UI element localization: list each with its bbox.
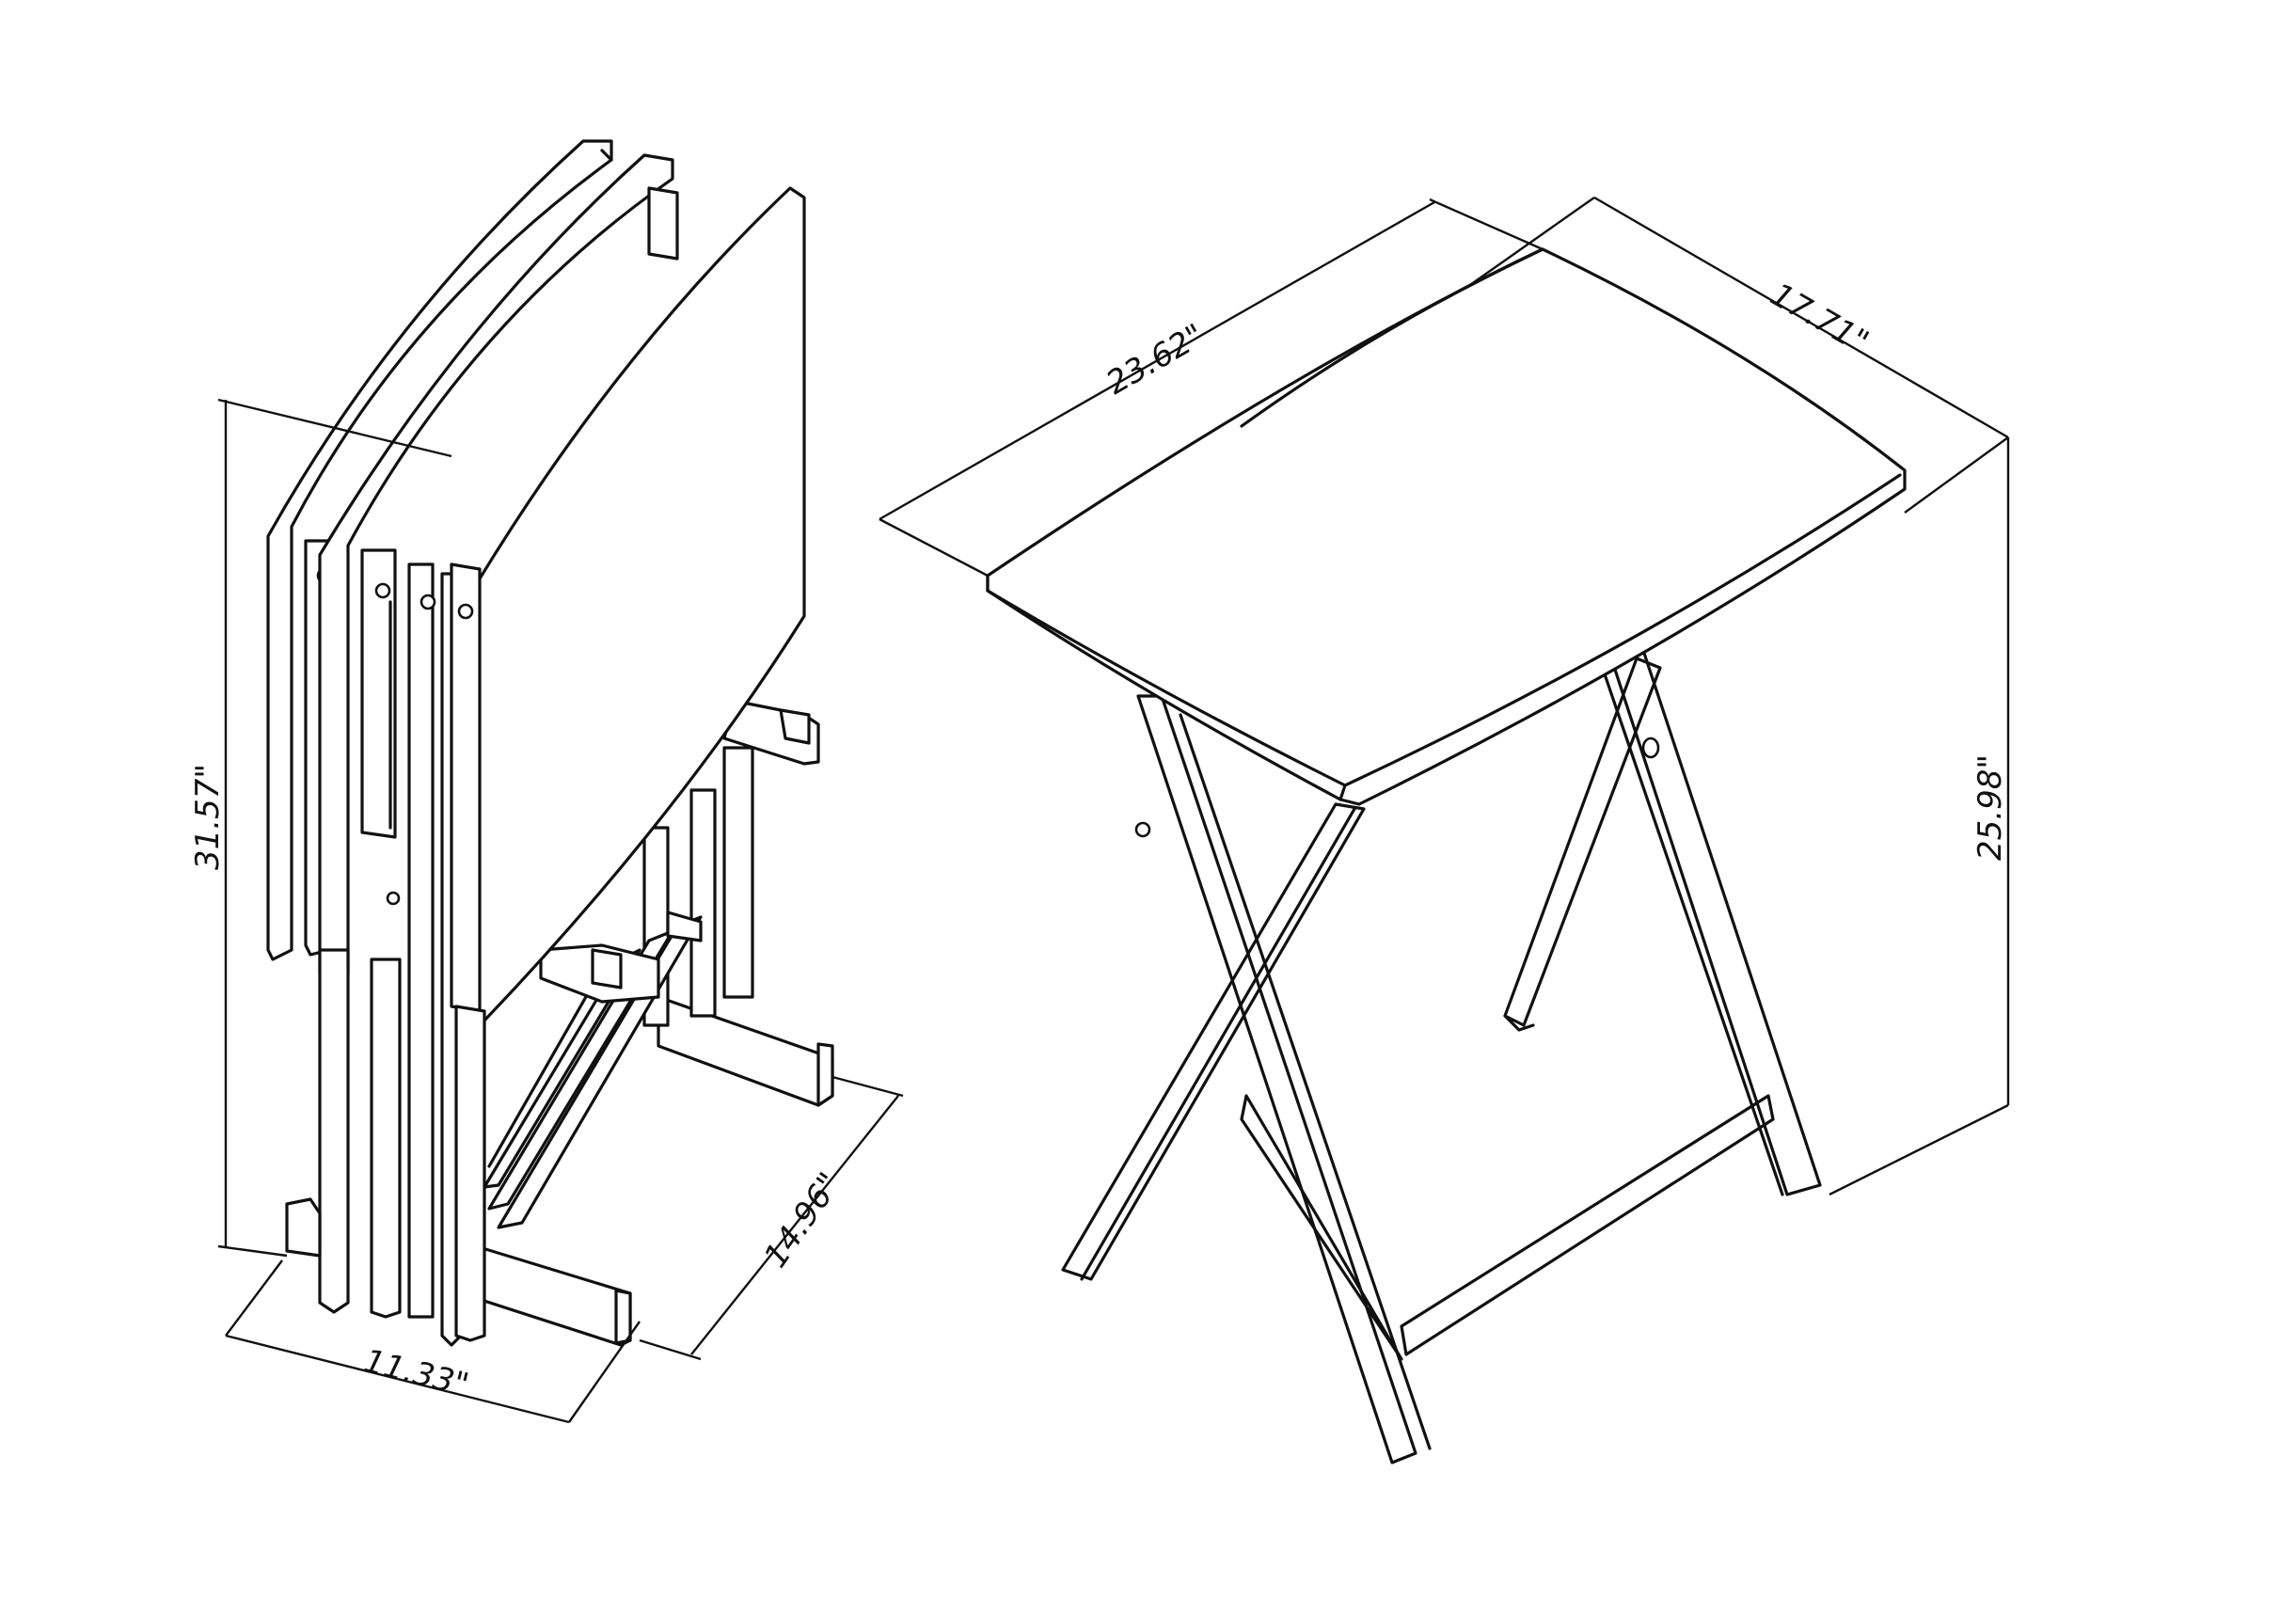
open-table-view: 23.62" 17.71" 25.98" bbox=[879, 196, 2010, 1464]
tray-1 bbox=[266, 139, 613, 961]
dimension-depth-folded: 14.96" bbox=[639, 1075, 904, 1361]
dimension-height-open: 25.98" bbox=[1829, 437, 2010, 1196]
tabletop bbox=[986, 247, 1907, 806]
dimension-label-23-62: 23.62" bbox=[1100, 317, 1211, 403]
dimension-label-11-33: 11.33" bbox=[360, 1342, 472, 1404]
folded-stack-view: 31.57" 11.33" 14.96" bbox=[189, 139, 904, 1424]
dimension-height-folded: 31.57" bbox=[189, 398, 452, 1258]
tray-2-leg bbox=[360, 548, 397, 839]
front-legs bbox=[1061, 694, 1432, 1464]
stand-lower-cradle bbox=[539, 910, 703, 1004]
leg-stretcher bbox=[1240, 1094, 1775, 1361]
dimension-label-31-57: 31.57" bbox=[189, 764, 227, 870]
front-base-foot bbox=[285, 1197, 632, 1347]
dimension-label-25-98: 25.98" bbox=[1971, 754, 2009, 861]
dimension-label-14-96: 14.96" bbox=[757, 1166, 849, 1274]
stand-upper-cradle bbox=[722, 685, 820, 766]
tray-3-front-leg bbox=[454, 1005, 486, 1342]
dimension-label-17-71: 17.71" bbox=[1765, 276, 1876, 361]
rear-base-foot bbox=[657, 995, 834, 1107]
